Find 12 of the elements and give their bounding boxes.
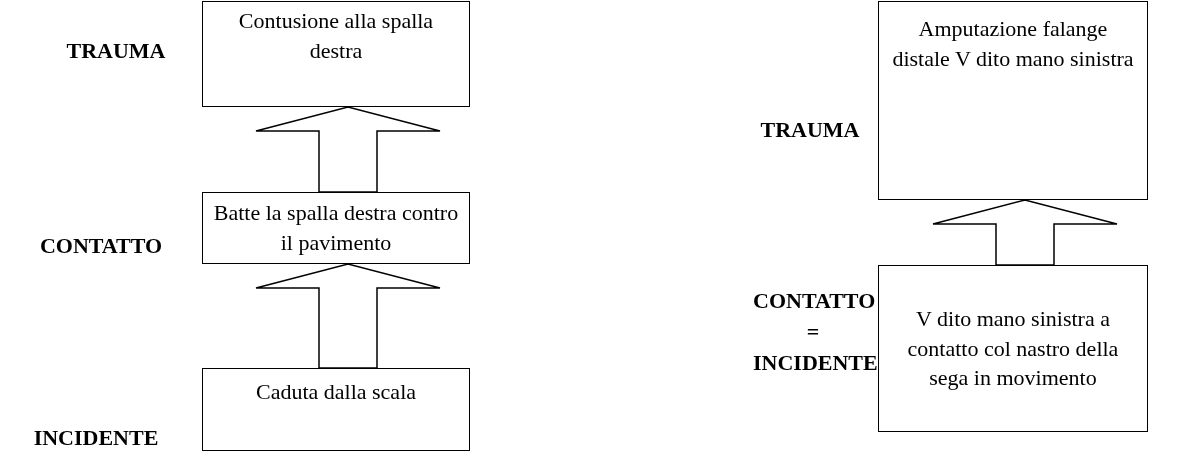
box-text: Batte la spalla destra contro il pavimento [213, 199, 459, 257]
stage-label: TRAUMA [65, 37, 167, 65]
stage-label: CONTATTO [38, 232, 164, 260]
box-text: V dito mano sinistra a contatto col nastro della sega in movimento [906, 304, 1120, 393]
box-text: Contusione alla spalla destra [237, 7, 435, 65]
stage-label: TRAUMA [759, 116, 861, 144]
block-arrow [255, 106, 441, 193]
box-text: Caduta dalla scala [255, 378, 416, 406]
block-arrow [255, 263, 441, 369]
box-text: Amputazione falange distale V dito mano sinistra [891, 15, 1135, 73]
stage-label: INCIDENTE [32, 424, 160, 452]
block-arrow [932, 199, 1118, 266]
